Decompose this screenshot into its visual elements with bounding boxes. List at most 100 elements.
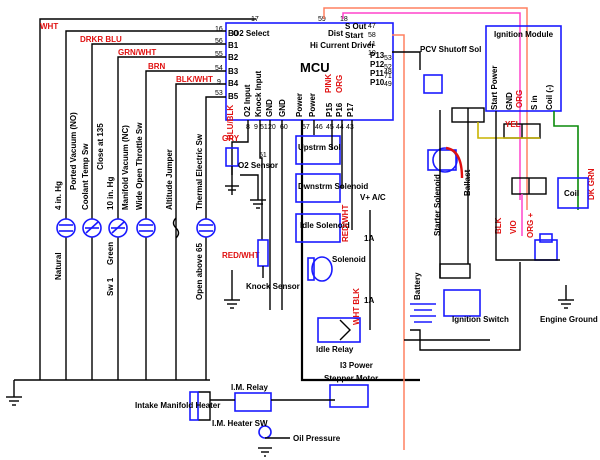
wire-b3-brn bbox=[145, 70, 226, 380]
gnd-ign-label: GND bbox=[505, 92, 514, 110]
wire-pin-17 bbox=[39, 18, 256, 380]
ported-vacuum-label: Ported Vacuum (NO) bbox=[69, 112, 78, 190]
connector-left bbox=[451, 107, 485, 123]
org-label: ORG bbox=[335, 75, 344, 93]
pin-57: 57 bbox=[302, 124, 310, 131]
wire-orange-left bbox=[392, 34, 405, 450]
blk-wht-wire-label: BLK/WHT bbox=[176, 75, 213, 84]
wire-b0-wht bbox=[65, 30, 226, 380]
ignition-module-label: Ignition Module bbox=[494, 30, 554, 39]
o2-sensor-label: O2 Sensor bbox=[238, 161, 278, 170]
wire-pink bbox=[342, 12, 521, 200]
upstream-solenoid-block bbox=[295, 135, 341, 165]
pin-71: 71 bbox=[384, 73, 392, 80]
wire-knock-input bbox=[259, 120, 263, 240]
distributor-symbol bbox=[534, 233, 558, 261]
coil-label: Coil bbox=[564, 189, 579, 198]
idle-relay-label: Idle Relay bbox=[316, 345, 354, 354]
wht-wire-label: WHT bbox=[40, 22, 58, 31]
coolant-temp-switch bbox=[82, 218, 102, 238]
pin-47: 47 bbox=[368, 23, 376, 30]
wide-open-throttle-label: Wide Open Throttle Sw bbox=[135, 122, 144, 210]
pin-18: 18 bbox=[340, 16, 348, 23]
hi-current-driver-label: Hi Current Driver bbox=[310, 41, 374, 50]
wire-dk-grn bbox=[553, 111, 579, 210]
pin-60: 60 bbox=[280, 124, 288, 131]
connector-lower bbox=[511, 177, 547, 195]
idle-solenoid-block bbox=[295, 213, 341, 243]
pin-56: 56 bbox=[215, 38, 223, 45]
b5-label: B5 bbox=[228, 92, 239, 101]
pin-20: 20 bbox=[268, 124, 276, 131]
pin-43: 43 bbox=[346, 124, 354, 131]
dist-label: Dist bbox=[328, 29, 343, 38]
v-plus-ac-label: V+ A/C bbox=[360, 193, 386, 202]
wide-open-throttle-switch bbox=[136, 218, 156, 238]
intake-manifold-heater-symbol bbox=[189, 391, 211, 421]
o2-sensor-symbol bbox=[225, 147, 239, 195]
p15-label: P15 bbox=[325, 102, 334, 117]
close-at-135-label: Close at 135 bbox=[96, 123, 105, 170]
p10-label: P10 bbox=[370, 78, 385, 87]
b4-label: B4 bbox=[228, 79, 239, 88]
solenoid-label: Solenoid bbox=[332, 255, 366, 264]
grn-wht-wire-label: GRN/WHT bbox=[118, 48, 156, 57]
blu-blk-wire-label: BLU/BLK bbox=[226, 105, 235, 140]
wire-o2-input bbox=[231, 120, 249, 175]
engine-ground-label: Engine Ground bbox=[540, 315, 598, 324]
pin-45: 45 bbox=[326, 124, 334, 131]
open-above-65-label: Open above 65 bbox=[195, 243, 204, 300]
wire-right-bottom bbox=[410, 262, 521, 351]
gnd-label-2: GND bbox=[278, 99, 287, 117]
o2-select-label: O2 Select bbox=[233, 29, 270, 38]
blk-label: BLK bbox=[494, 217, 503, 234]
altitude-jumper-symbol bbox=[172, 217, 180, 239]
red-wht-idle-label: RED/WHT bbox=[341, 205, 350, 242]
starter-solenoid-label: Starter Solenoid bbox=[433, 174, 442, 236]
four-in-hg-label: 4 in. Hg bbox=[54, 181, 63, 210]
p11-label: P11 bbox=[370, 69, 384, 78]
battery-label: Battery bbox=[413, 272, 422, 300]
sw1-label: Sw 1 bbox=[106, 277, 115, 296]
battery-symbol bbox=[410, 303, 436, 323]
b2-label: B2 bbox=[228, 53, 239, 62]
manifold-vacuum-label: Manifold Vacuum (NC) bbox=[121, 125, 130, 210]
downstream-solenoid-block bbox=[295, 173, 341, 203]
engine-ground-symbol bbox=[558, 285, 574, 309]
pin-53b: 53 bbox=[215, 90, 223, 97]
wht-blk-label: WHT BLK bbox=[352, 288, 361, 325]
brn-wire-label: BRN bbox=[148, 62, 166, 71]
pin-51-label: 51 bbox=[259, 152, 267, 159]
b3-label: B3 bbox=[228, 67, 239, 76]
power-label-2: Power bbox=[308, 93, 317, 117]
ignition-module-block bbox=[485, 25, 562, 112]
red-wht-knock-label: RED/WHT bbox=[222, 251, 259, 260]
wire-right-main-3 bbox=[495, 111, 560, 261]
coil-symbol bbox=[557, 177, 589, 209]
wire-b5 bbox=[205, 96, 226, 380]
pin-52: 52 bbox=[384, 64, 392, 71]
wire-o2-gnd bbox=[240, 174, 259, 200]
stepper-motor-block bbox=[329, 384, 369, 408]
knock-sensor-label: Knock Sensor bbox=[246, 282, 300, 291]
pin-49: 49 bbox=[384, 81, 392, 88]
start-label: Start bbox=[345, 31, 364, 40]
knock-sensor-symbol bbox=[257, 239, 269, 278]
one-a-label-2: 1A bbox=[364, 296, 374, 305]
stepper-motor-label: Stepper Motor bbox=[324, 374, 378, 383]
intake-manifold-heater-label: Intake Manifold Heater bbox=[135, 401, 220, 410]
gnd-label-1: GND bbox=[265, 99, 274, 117]
wire-pcv bbox=[392, 51, 421, 70]
coil-minus-label: Coil (-) bbox=[545, 84, 554, 110]
pin-53: 53 bbox=[384, 55, 392, 62]
pin-9b: 9 bbox=[254, 124, 258, 131]
ignition-switch-block bbox=[439, 263, 481, 317]
s-out-label: S Out bbox=[345, 22, 367, 31]
pin-16: 16 bbox=[215, 26, 223, 33]
knock-input-label: Knock Input bbox=[254, 70, 263, 117]
pin-55: 55 bbox=[215, 51, 223, 58]
wire-mcu-power bbox=[300, 120, 420, 382]
org-ign-label: ORG bbox=[515, 90, 524, 108]
p16-label: P16 bbox=[335, 102, 344, 117]
